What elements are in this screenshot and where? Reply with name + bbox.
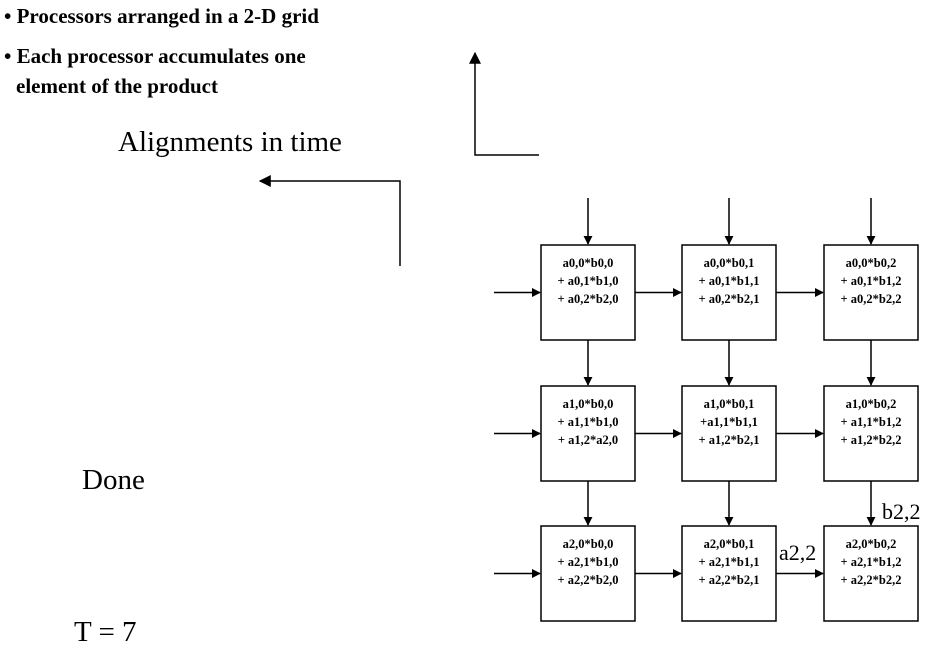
processor-cell-1-0 <box>540 385 636 482</box>
processor-cell-0-2 <box>823 244 919 341</box>
cell-term: a1,0*b0,0 <box>563 397 614 411</box>
cell-term: + a0,1*b1,2 <box>841 274 902 288</box>
cell-term: + a1,1*b1,2 <box>841 415 902 429</box>
cell-term: + a2,1*b1,0 <box>558 555 619 569</box>
cell-term: + a2,1*b1,2 <box>841 555 902 569</box>
a-input-label: a2,2 <box>779 540 816 565</box>
cell-term: a2,0*b0,2 <box>846 537 897 551</box>
cell-term: + a2,2*b2,2 <box>841 573 902 587</box>
cell-term: + a1,2*b2,1 <box>699 433 760 447</box>
cell-term: + a2,2*b2,0 <box>558 573 619 587</box>
cell-term: +a1,1*b1,1 <box>700 415 758 429</box>
cell-term: a0,0*b0,2 <box>846 256 897 270</box>
cell-term: a2,0*b0,0 <box>563 537 614 551</box>
cell-term: + a0,2*b2,2 <box>841 292 902 306</box>
b-input-label: b2,2 <box>882 499 921 524</box>
cell-term: + a1,2*b2,2 <box>841 433 902 447</box>
cell-term: + a2,2*b2,1 <box>699 573 760 587</box>
processor-cell-0-1 <box>681 244 777 341</box>
time-axis-horizontal <box>258 175 401 266</box>
cell-term: a0,0*b0,1 <box>704 256 755 270</box>
cell-term: + a0,1*b1,1 <box>699 274 760 288</box>
cell-term: + a2,1*b1,1 <box>699 555 760 569</box>
time-axis-vertical <box>469 51 539 156</box>
page-title: Alignments in time <box>118 126 342 158</box>
cell-term: + a0,1*b1,0 <box>558 274 619 288</box>
bullet-1: • Processors arranged in a 2-D grid <box>4 4 319 28</box>
cell-term: + a0,2*b2,1 <box>699 292 760 306</box>
processor-cell-2-1 <box>681 525 777 622</box>
cell-term: a0,0*b0,0 <box>563 256 614 270</box>
processor-cell-0-0 <box>540 244 636 341</box>
cell-term: a2,0*b0,1 <box>704 537 755 551</box>
bullet-2-continuation: element of the product <box>16 74 218 98</box>
processor-cell-2-2 <box>823 525 919 622</box>
status-text: Done <box>82 464 145 496</box>
processor-cell-1-2 <box>823 385 919 482</box>
bullet-2: • Each processor accumulates one <box>4 44 306 68</box>
cell-term: + a1,1*b1,0 <box>558 415 619 429</box>
time-label: T = 7 <box>74 616 137 648</box>
cell-term: + a1,2*a2,0 <box>558 433 618 447</box>
cell-term: a1,0*b0,1 <box>704 397 755 411</box>
cell-term: a1,0*b0,2 <box>846 397 897 411</box>
cell-term: + a0,2*b2,0 <box>558 292 619 306</box>
